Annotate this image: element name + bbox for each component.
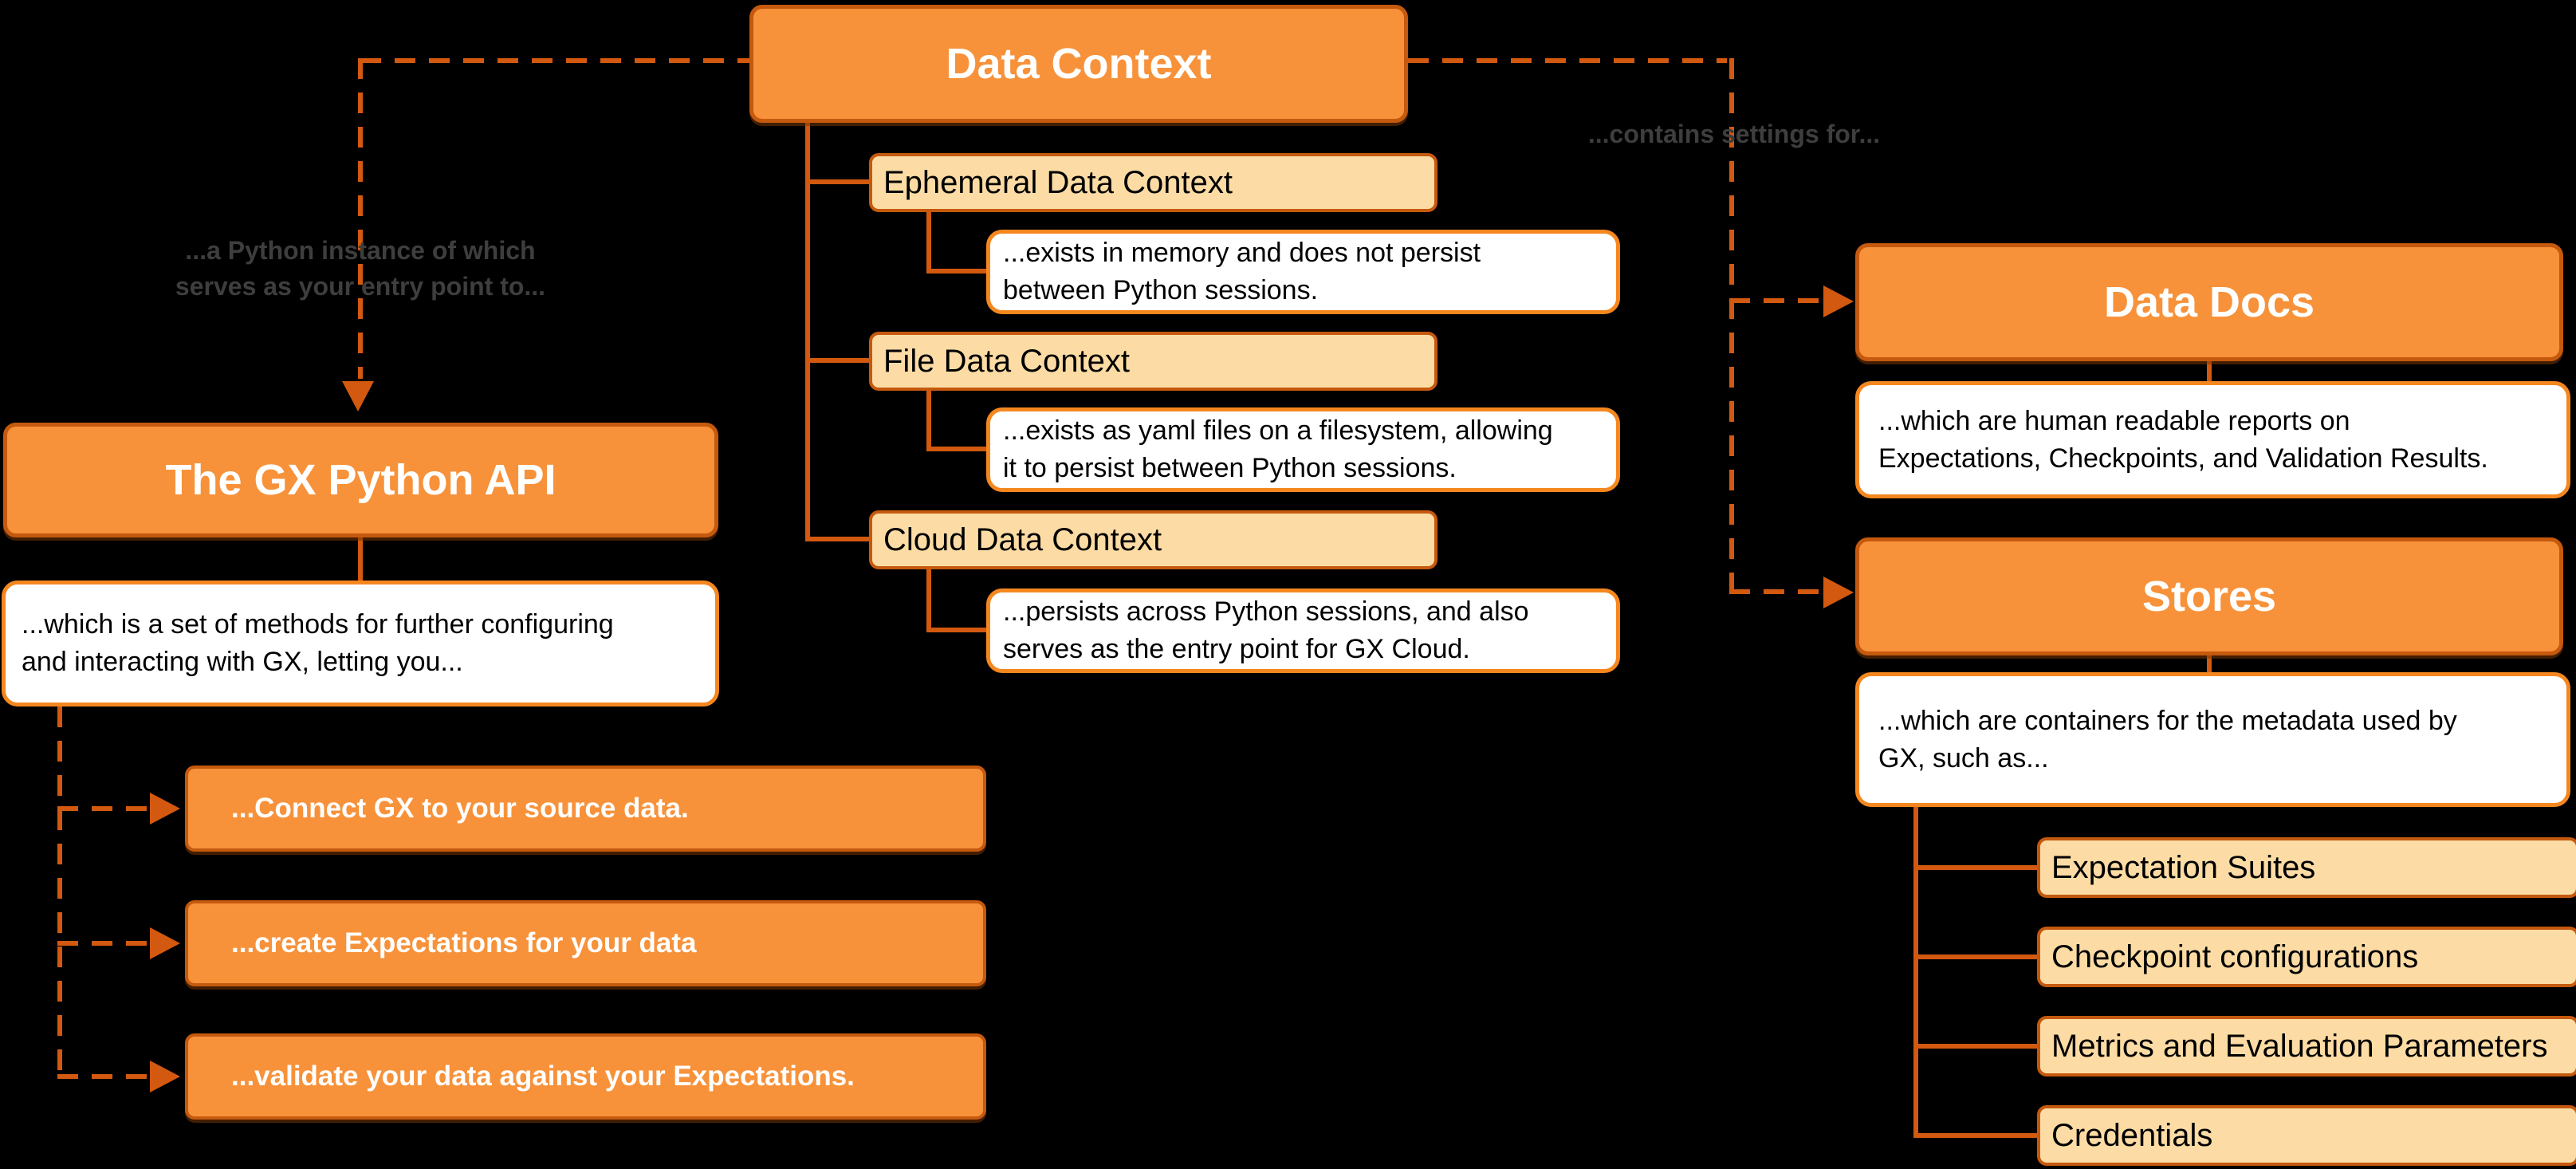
- cloud-description-line1: ...persists across Python sessions, and …: [1003, 596, 1529, 627]
- connector-data-context-trunk: [805, 122, 810, 541]
- edge-data-context-to-gx-api-h: [360, 58, 749, 63]
- note-python-instance-line2: serves as your entry point to...: [175, 272, 546, 301]
- node-cloud-data-context: Cloud Data Context: [869, 510, 1437, 569]
- cloud-description-line2: serves as the entry point for GX Cloud.: [1003, 634, 1470, 664]
- node-data-docs: Data Docs: [1855, 243, 2563, 361]
- data-docs-description: ...which are human readable reports on E…: [1855, 381, 2570, 498]
- connector-ephemeral-desc-v: [926, 211, 931, 274]
- action-button-create: ...create Expectations for your data: [185, 900, 986, 986]
- edge-to-action-create: [57, 941, 151, 946]
- store-item-expectation-suites-label: Expectation Suites: [2051, 849, 2316, 885]
- action-button-connect: ...Connect GX to your source data.: [185, 766, 986, 852]
- connector-cloud-desc-v: [926, 568, 931, 632]
- connector-item-metrics: [1913, 1044, 2037, 1049]
- node-stores: Stores: [1855, 537, 2563, 655]
- data-docs-description-line1: ...which are human readable reports on: [1878, 405, 2350, 436]
- connector-stores-desc: [2207, 655, 2212, 674]
- stores-description-line2: GX, such as...: [1878, 742, 2049, 773]
- connector-gx-api-desc: [358, 537, 363, 582]
- edge-to-action-validate: [57, 1074, 151, 1079]
- node-data-context-label: Data Context: [946, 40, 1212, 88]
- ephemeral-description-line1: ...exists in memory and does not persist: [1003, 238, 1481, 268]
- store-item-credentials-label: Credentials: [2051, 1117, 2213, 1153]
- action-button-validate: ...validate your data against your Expec…: [185, 1033, 986, 1120]
- connector-item-expectation-suites: [1913, 865, 2037, 870]
- node-ephemeral-data-context: Ephemeral Data Context: [869, 153, 1437, 212]
- node-file-data-context: File Data Context: [869, 332, 1437, 391]
- edge-data-context-to-gx-api-v: [358, 58, 363, 379]
- edge-data-context-to-settings-v: [1729, 58, 1734, 594]
- node-data-docs-label: Data Docs: [2103, 278, 2315, 326]
- connector-stores-items-trunk: [1913, 807, 1918, 1138]
- edge-to-data-docs: [1729, 298, 1825, 303]
- node-gx-python-api-label: The GX Python API: [165, 456, 556, 504]
- node-cloud-data-context-label: Cloud Data Context: [883, 522, 1162, 557]
- file-description-line2: it to persist between Python sessions.: [1003, 453, 1457, 483]
- gx-api-description-line1: ...which is a set of methods for further…: [22, 609, 614, 640]
- stores-description: ...which are containers for the metadata…: [1855, 672, 2570, 807]
- node-ephemeral-data-context-label: Ephemeral Data Context: [883, 164, 1233, 200]
- arrowhead-right-icon: [150, 927, 180, 959]
- connector-item-checkpoint-configurations: [1913, 954, 2037, 959]
- connector-item-credentials: [1913, 1133, 2037, 1138]
- connector-data-docs-desc: [2207, 361, 2212, 383]
- node-data-context: Data Context: [749, 5, 1408, 123]
- store-item-checkpoint-configurations-label: Checkpoint configurations: [2051, 939, 2419, 974]
- store-item-metrics-evaluation-parameters-label: Metrics and Evaluation Parameters: [2051, 1028, 2548, 1064]
- store-item-expectation-suites: Expectation Suites: [2037, 837, 2576, 898]
- note-contains-settings: ...contains settings for...: [1527, 116, 1941, 152]
- store-item-metrics-evaluation-parameters: Metrics and Evaluation Parameters: [2037, 1016, 2576, 1077]
- node-gx-python-api: The GX Python API: [3, 423, 718, 537]
- connector-branch-cloud: [805, 537, 872, 541]
- file-data-context-description: ...exists as yaml files on a filesystem,…: [986, 407, 1620, 492]
- data-docs-description-line2: Expectations, Checkpoints, and Validatio…: [1878, 443, 2488, 474]
- ephemeral-data-context-description: ...exists in memory and does not persist…: [986, 230, 1620, 314]
- action-button-create-label: ...create Expectations for your data: [231, 927, 697, 958]
- stores-description-line1: ...which are containers for the metadata…: [1878, 705, 2457, 736]
- connector-ephemeral-desc-h: [926, 269, 989, 274]
- file-description-line1: ...exists as yaml files on a filesystem,…: [1003, 415, 1553, 446]
- connector-file-desc-v: [926, 389, 931, 451]
- arrowhead-right-icon: [150, 1061, 180, 1092]
- arrowhead-right-icon: [150, 793, 180, 825]
- connector-branch-file: [805, 358, 872, 363]
- connector-branch-ephemeral: [805, 179, 872, 184]
- edge-gx-api-actions-trunk: [57, 707, 62, 1078]
- note-python-instance-line1: ...a Python instance of which: [185, 236, 536, 265]
- node-file-data-context-label: File Data Context: [883, 343, 1131, 379]
- store-item-credentials: Credentials: [2037, 1105, 2576, 1166]
- store-item-checkpoint-configurations: Checkpoint configurations: [2037, 927, 2576, 987]
- action-button-connect-label: ...Connect GX to your source data.: [231, 793, 689, 824]
- connector-cloud-desc-h: [926, 628, 989, 632]
- arrowhead-right-icon: [1823, 577, 1854, 608]
- node-stores-label: Stores: [2141, 573, 2277, 620]
- arrowhead-down-icon: [342, 381, 374, 411]
- edge-to-action-connect: [57, 806, 151, 811]
- edge-data-context-to-settings-h: [1408, 58, 1727, 63]
- edge-to-stores: [1729, 589, 1825, 594]
- note-contains-settings-label: ...contains settings for...: [1587, 120, 1881, 148]
- arrowhead-right-icon: [1823, 285, 1854, 317]
- connector-file-desc-h: [926, 447, 989, 451]
- note-python-instance: ...a Python instance of which serves as …: [120, 233, 601, 305]
- gx-api-description: ...which is a set of methods for further…: [2, 581, 719, 707]
- gx-api-description-line2: and interacting with GX, letting you...: [22, 647, 463, 677]
- action-button-validate-label: ...validate your data against your Expec…: [231, 1061, 855, 1092]
- ephemeral-description-line2: between Python sessions.: [1003, 275, 1319, 305]
- cloud-data-context-description: ...persists across Python sessions, and …: [986, 588, 1620, 673]
